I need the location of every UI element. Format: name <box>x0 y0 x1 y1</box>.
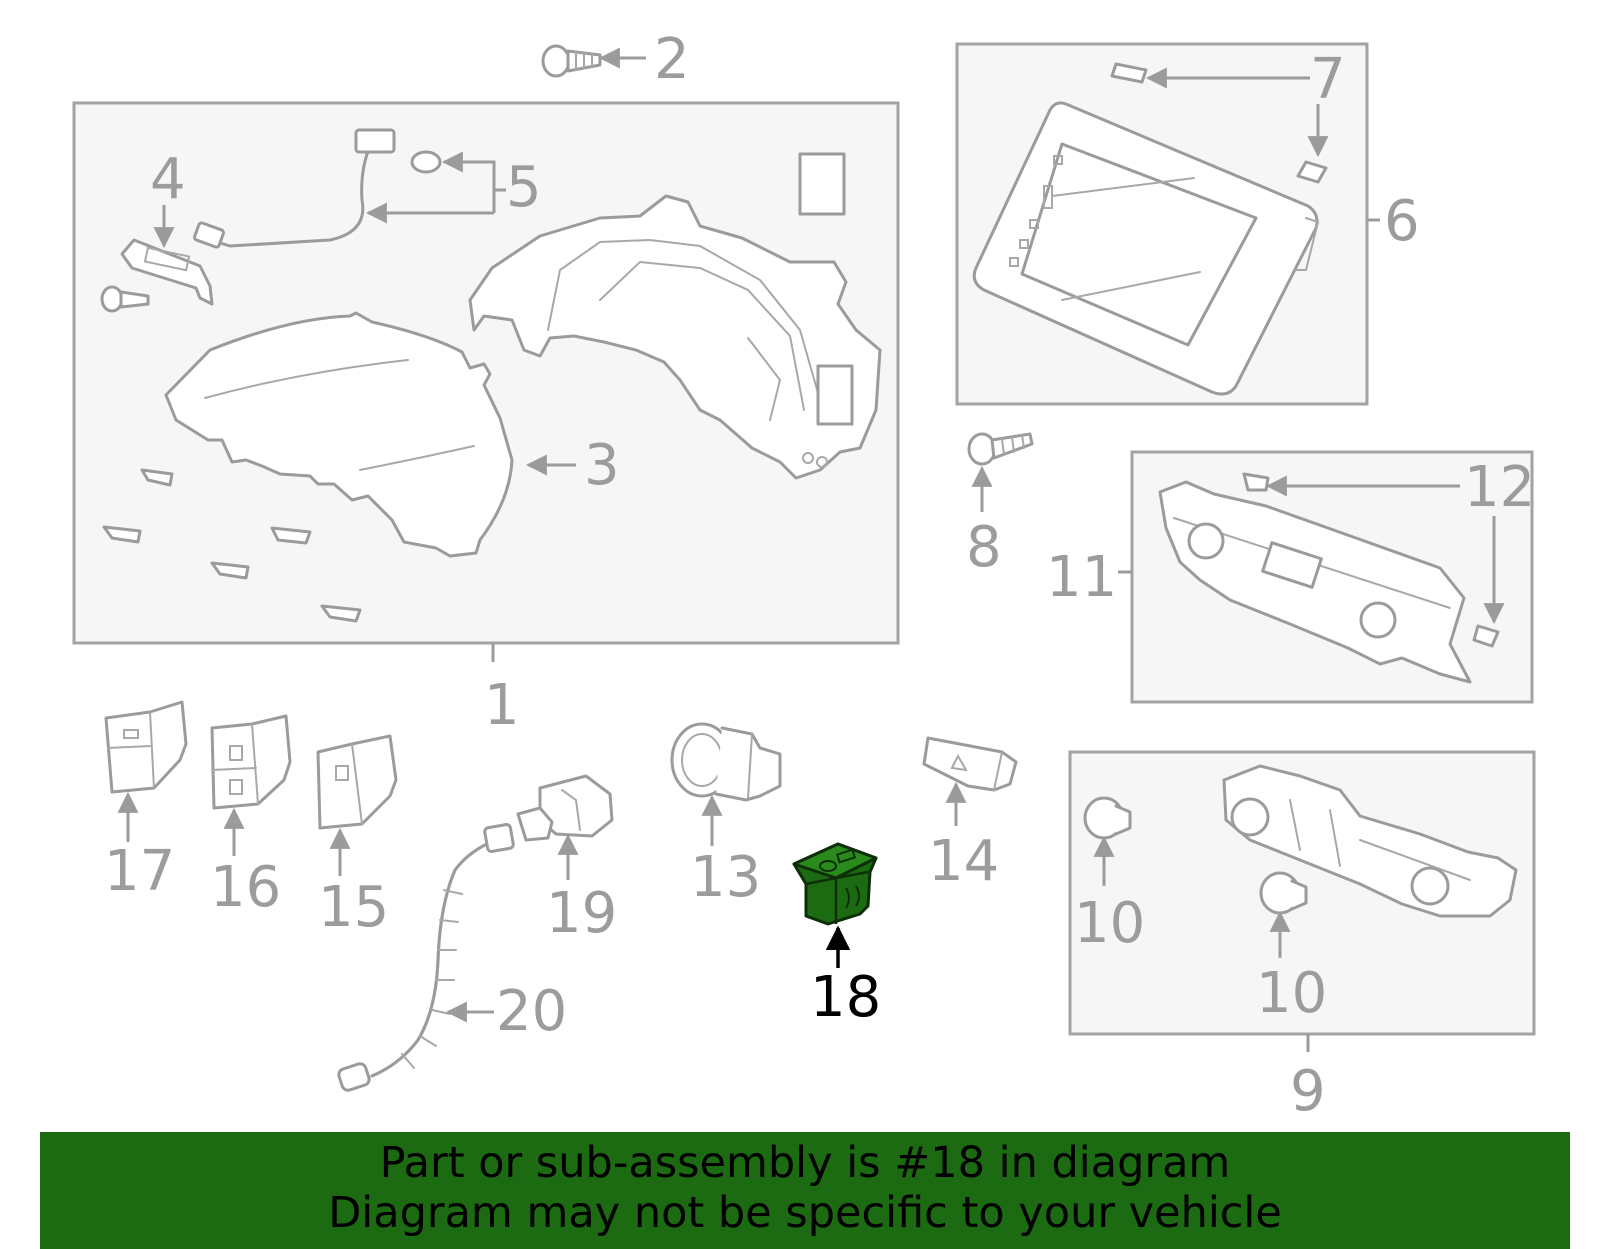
bulb-part-5[interactable] <box>193 128 442 249</box>
callout-14: 14 <box>928 829 999 894</box>
part-info-banner: Part or sub-assembly is #18 in diagram D… <box>40 1132 1570 1249</box>
panel-part-11[interactable] <box>1158 472 1500 684</box>
callout-12: 12 <box>1464 455 1535 520</box>
callout-10a: 10 <box>1074 891 1145 956</box>
callout-2: 2 <box>654 27 690 92</box>
callout-18: 18 <box>810 965 881 1030</box>
callout-8: 8 <box>966 515 1002 580</box>
callout-10b: 10 <box>1256 961 1327 1026</box>
callout-4: 4 <box>150 147 186 212</box>
hazard-switch-part-14[interactable] <box>922 736 1018 792</box>
switch-part-18-highlighted[interactable] <box>792 842 878 926</box>
screw-part-2[interactable] <box>541 44 602 78</box>
banner-line-2: Diagram may not be specific to your vehi… <box>328 1188 1282 1238</box>
callout-5: 5 <box>506 155 542 220</box>
callout-11: 11 <box>1046 545 1117 610</box>
callout-6: 6 <box>1384 189 1420 254</box>
callout-7: 7 <box>1310 47 1346 112</box>
switch-part-13[interactable] <box>670 722 782 802</box>
switch-part-16[interactable] <box>210 714 292 810</box>
callout-17: 17 <box>104 839 175 904</box>
knob-part-10b[interactable] <box>1259 871 1308 915</box>
banner-line-1: Part or sub-assembly is #18 in diagram <box>379 1138 1231 1188</box>
cluster-housing[interactable] <box>468 152 882 480</box>
climate-part-9[interactable] <box>1222 764 1518 918</box>
switch-part-17[interactable] <box>104 700 188 794</box>
callout-9: 9 <box>1290 1059 1326 1124</box>
callout-20: 20 <box>496 979 567 1044</box>
meter-lens-part-3[interactable] <box>102 311 514 623</box>
screw-part-8[interactable] <box>967 432 1034 466</box>
callout-13: 13 <box>690 845 761 910</box>
socket-part-19[interactable] <box>516 774 614 842</box>
callout-19: 19 <box>546 881 617 946</box>
callout-16: 16 <box>210 855 281 920</box>
harness-part-20[interactable] <box>337 823 515 1092</box>
switch-part-15[interactable] <box>316 734 398 830</box>
callout-1: 1 <box>484 673 520 738</box>
switch-part-4[interactable] <box>100 238 214 313</box>
callout-3: 3 <box>584 433 620 498</box>
display-part-6[interactable] <box>972 62 1328 396</box>
callout-15: 15 <box>318 875 389 940</box>
